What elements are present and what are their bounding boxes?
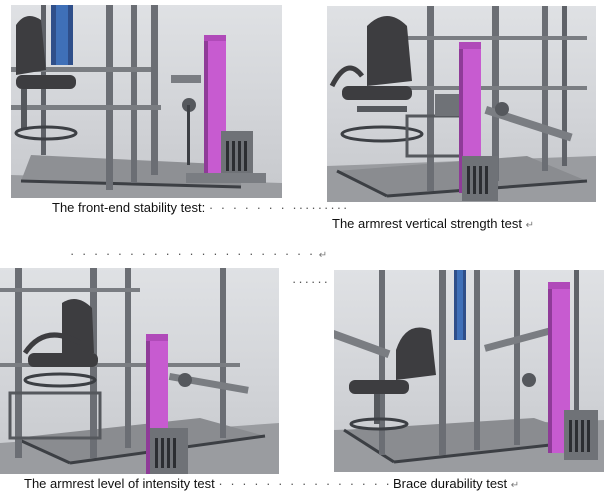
middle-dots-line: · · · · · · · · · · · · · · · · · · · · … xyxy=(70,246,327,263)
paragraph-mark-icon: ↵ xyxy=(525,220,535,231)
caption-text: The front-end stability test: xyxy=(52,200,206,215)
leader-dots: · · · · · · · · · · · · · · · · · · · · xyxy=(218,476,452,491)
armrest-level-test-rig-drawing xyxy=(0,268,279,474)
front-end-test-rig-drawing xyxy=(11,5,282,198)
leader-dots: ······ xyxy=(292,274,330,289)
image-armrest-vertical-strength-test xyxy=(327,6,596,202)
brace-durability-test-rig-drawing xyxy=(334,270,604,472)
caption-front-end-stability-test: The front-end stability test: · · · · · … xyxy=(52,200,349,215)
caption-text: Brace durability test xyxy=(393,476,508,491)
image-front-end-stability-test xyxy=(11,5,282,198)
paragraph-mark-icon: ↵ xyxy=(510,480,520,491)
caption-brace-durability-test: Brace durability test ↵ xyxy=(393,476,519,493)
leader-dots: · · · · · · · · · · · · · · · · · · · · … xyxy=(70,246,316,261)
caption-text: The armrest vertical strength test xyxy=(332,216,523,231)
image-brace-durability-test xyxy=(334,270,604,472)
between-panels-dots: ······ xyxy=(292,274,330,289)
caption-armrest-level-of-intensity-test: The armrest level of intensity test · · … xyxy=(24,476,452,491)
leader-dots: · · · · · · · ········· xyxy=(208,200,350,215)
caption-armrest-vertical-strength-test: The armrest vertical strength test ↵ xyxy=(332,216,534,233)
image-armrest-level-of-intensity-test xyxy=(0,268,279,474)
armrest-vertical-test-rig-drawing xyxy=(327,6,596,202)
paragraph-mark-icon: ↵ xyxy=(318,250,328,261)
caption-text: The armrest level of intensity test xyxy=(24,476,215,491)
